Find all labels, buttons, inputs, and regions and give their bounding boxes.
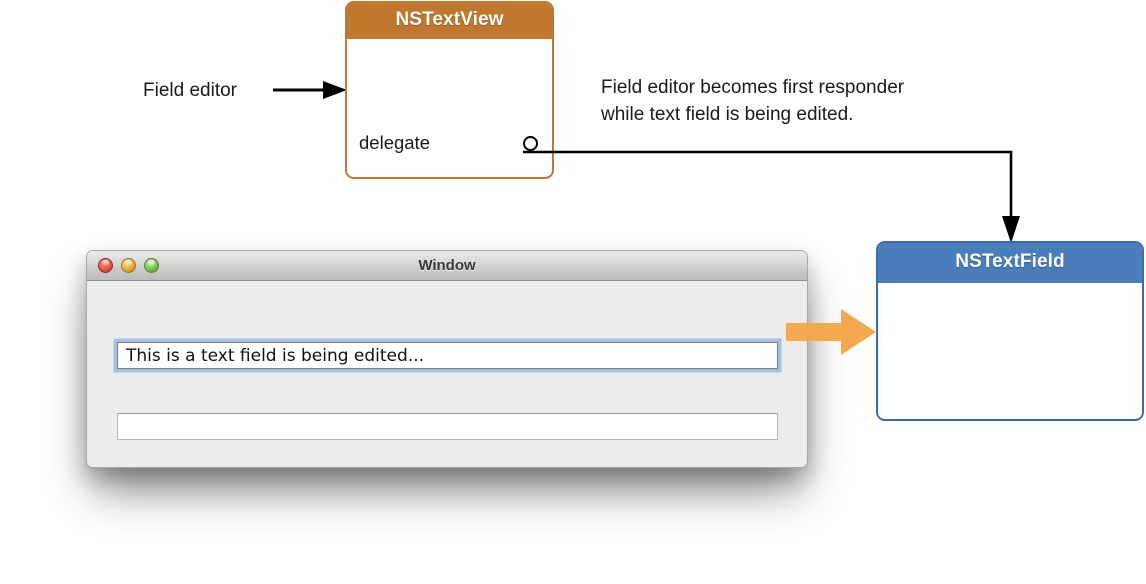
zoom-button-icon[interactable] xyxy=(144,258,159,273)
delegate-outlet-row[interactable]: delegate xyxy=(347,132,552,154)
field-editor-arrow-icon xyxy=(273,81,347,99)
delegate-connector-line xyxy=(523,150,1020,243)
minimize-button-icon[interactable] xyxy=(121,258,136,273)
nstextfield-title: NSTextField xyxy=(878,243,1142,283)
delegate-outlet-dot-icon[interactable] xyxy=(523,135,538,151)
window-titlebar[interactable]: Window xyxy=(87,251,807,281)
mac-window: Window This is a text field is being edi… xyxy=(86,250,808,468)
annotation-line-2: while text field is being edited. xyxy=(601,104,854,125)
close-button-icon[interactable] xyxy=(98,258,113,273)
annotation-note: Field editor becomes first responder whi… xyxy=(601,74,1021,128)
nstextview-body: delegate xyxy=(347,39,552,176)
delegate-outlet-label: delegate xyxy=(359,132,430,153)
window-content: This is a text field is being edited... xyxy=(87,281,807,467)
orange-arrow-icon xyxy=(786,309,876,355)
nstextview-box: NSTextView delegate xyxy=(345,1,554,179)
nstextfield-box: NSTextField xyxy=(876,241,1144,421)
traffic-lights xyxy=(98,258,159,273)
annotation-line-1: Field editor becomes first responder xyxy=(601,77,905,98)
nstextfield-body xyxy=(878,283,1142,418)
empty-text-field[interactable] xyxy=(117,413,778,440)
nstextview-title: NSTextView xyxy=(347,3,552,39)
focused-text-field[interactable]: This is a text field is being edited... xyxy=(117,342,778,369)
field-editor-caption: Field editor xyxy=(143,80,237,101)
window-title: Window xyxy=(418,257,476,274)
